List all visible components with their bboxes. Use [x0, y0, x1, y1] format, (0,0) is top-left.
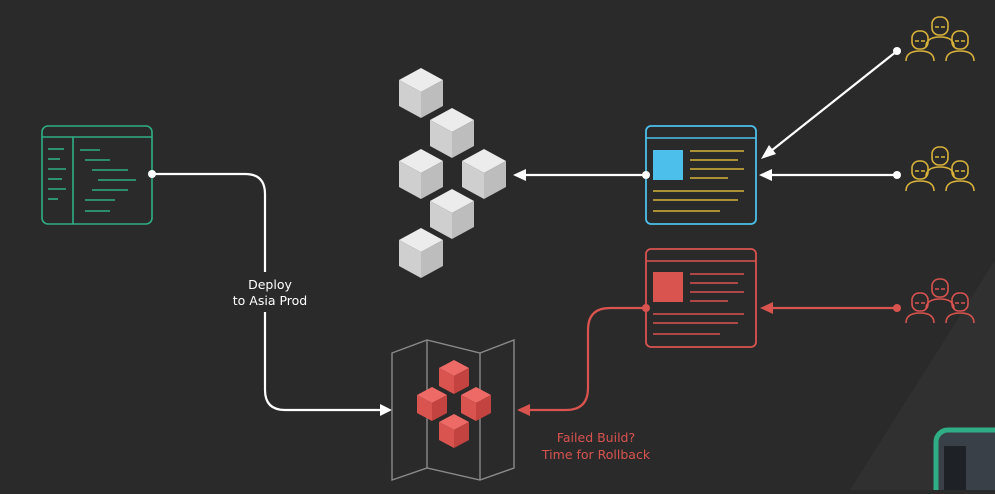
cube: [462, 149, 506, 199]
cube: [430, 108, 474, 158]
code-editor-icon: [41, 125, 153, 225]
users-top-to-lb-arrow: [761, 47, 901, 159]
failed-label-line2: Time for Rollback: [541, 447, 651, 462]
users-group-icon: [905, 278, 975, 324]
arrow-head: [380, 404, 392, 416]
deploy-label: Deploy to Asia Prod: [222, 272, 312, 312]
users-to-failed-arrow: [760, 302, 901, 314]
lb-to-cluster-arrow: [513, 169, 650, 181]
cube: [439, 414, 469, 448]
cube: [399, 149, 443, 199]
cube-cluster-icon: [399, 68, 506, 278]
cube: [399, 228, 443, 278]
deploy-label-line1: Deploy: [248, 277, 292, 292]
cube: [461, 387, 491, 421]
users-group-icon: [905, 146, 975, 192]
cube: [417, 387, 447, 421]
users-mid-to-lb-arrow: [759, 169, 901, 181]
webcam-overlay: [933, 427, 995, 494]
cube: [430, 189, 474, 239]
failed-webpage-icon: [645, 248, 757, 348]
load-balancer-webpage-icon: [645, 125, 757, 225]
cube: [439, 360, 469, 394]
red-cube-cluster-icon: [417, 360, 491, 448]
rollback-connector: [517, 304, 650, 416]
deploy-label-line2: to Asia Prod: [233, 293, 307, 308]
failed-label-line1: Failed Build?: [557, 430, 635, 445]
cube: [399, 68, 443, 118]
failed-build-label: Failed Build? Time for Rollback: [541, 430, 651, 462]
users-group-icon: [905, 16, 975, 62]
